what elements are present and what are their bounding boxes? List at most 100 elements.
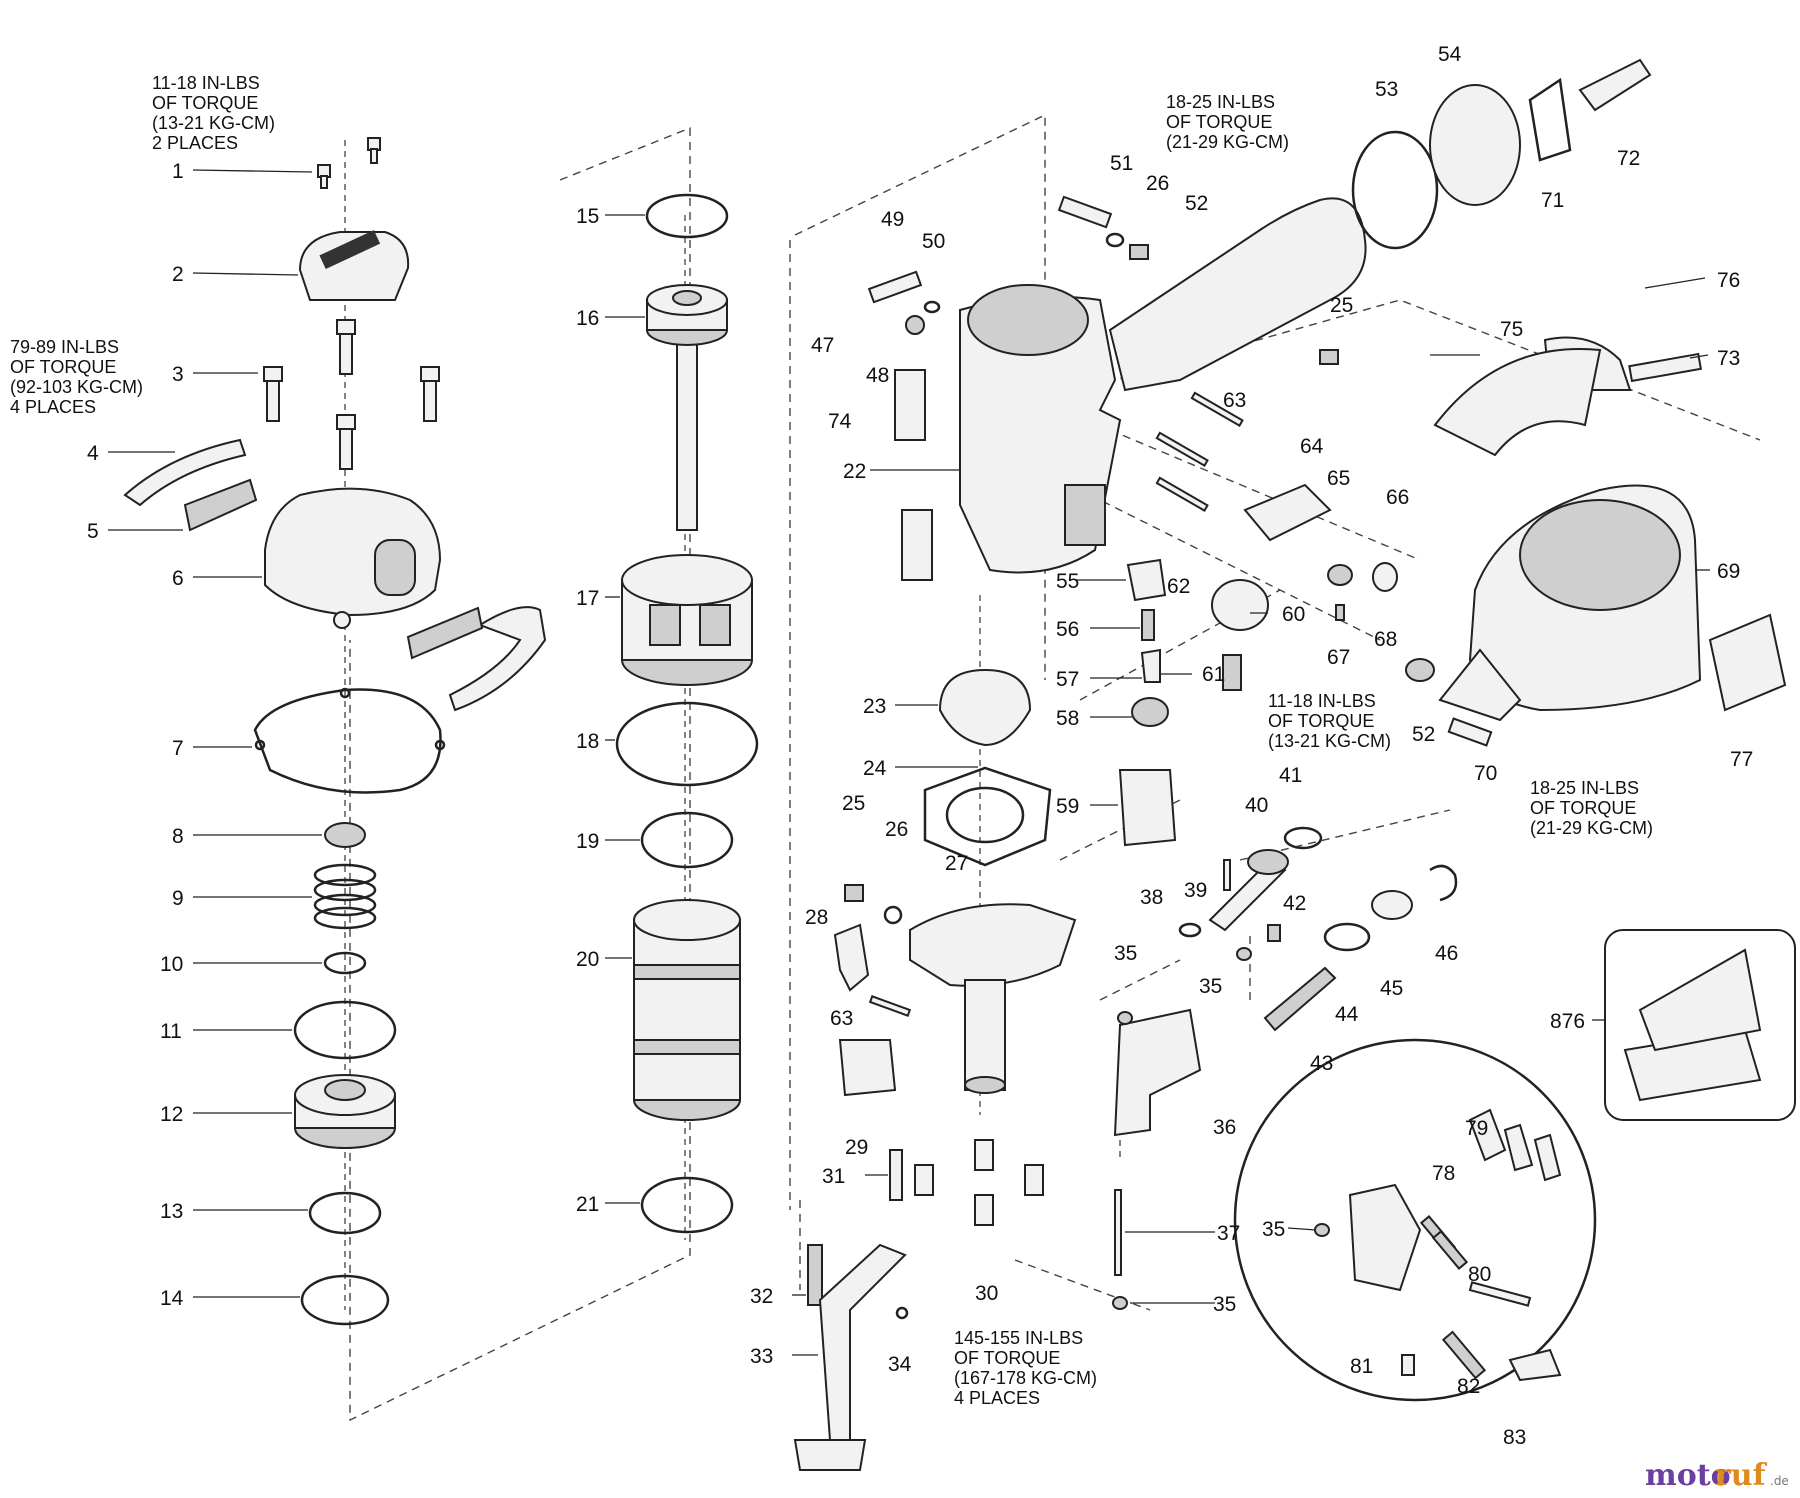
callout-13: 13 [160, 1200, 183, 1223]
part-19-o-ring [640, 811, 734, 869]
callout-labels: 1 2 3 4 5 6 7 8 9 10 11 12 13 14 15 16 1… [87, 43, 1753, 1449]
callout-34: 34 [888, 1353, 912, 1376]
callout-72: 72 [1617, 147, 1640, 170]
svg-text:OF TORQUE: OF TORQUE [1530, 798, 1636, 818]
svg-text:OF TORQUE: OF TORQUE [1166, 112, 1272, 132]
callout-81: 81 [1350, 1355, 1373, 1378]
svg-text:18-25 IN-LBS: 18-25 IN-LBS [1166, 92, 1275, 112]
part-24-gasket [923, 766, 1052, 867]
callout-21: 21 [576, 1193, 599, 1216]
svg-text:4 PLACES: 4 PLACES [954, 1388, 1040, 1408]
svg-text:OF TORQUE: OF TORQUE [954, 1348, 1060, 1368]
callout-40: 40 [1245, 794, 1268, 817]
callout-82: 82 [1457, 1375, 1480, 1398]
callout-80: 80 [1468, 1263, 1491, 1286]
callout-30: 30 [975, 1282, 998, 1305]
callout-25-lower: 25 [842, 792, 865, 815]
part-4-bracket [123, 438, 547, 712]
callout-41: 41 [1279, 764, 1302, 787]
callout-56: 56 [1056, 618, 1079, 641]
torque-note-parts-30: 145-155 IN-LBS OF TORQUE (167-178 KG-CM)… [954, 1328, 1097, 1408]
callout-29: 29 [845, 1136, 868, 1159]
parts-70-77-magazine-labels [1433, 336, 1787, 747]
part-16-driver-blade [646, 284, 728, 531]
callout-66: 66 [1386, 486, 1409, 509]
callout-50: 50 [922, 230, 945, 253]
part-23-valve-cap [938, 668, 1032, 747]
detail-circle-trigger [1233, 1038, 1597, 1402]
callout-16: 16 [576, 307, 599, 330]
callout-71: 71 [1541, 189, 1564, 212]
callout-22: 22 [843, 460, 866, 483]
callout-23: 23 [863, 695, 886, 718]
part-18-o-ring [615, 701, 759, 787]
callout-35-c: 35 [1213, 1293, 1236, 1316]
callout-43: 43 [1310, 1052, 1333, 1075]
callout-35-d: 35 [1262, 1218, 1285, 1241]
part-34-clip [895, 1306, 909, 1320]
callout-59: 59 [1056, 795, 1079, 818]
callout-63-lower: 63 [830, 1007, 853, 1030]
callout-28: 28 [805, 906, 828, 929]
part-5-pad [183, 478, 484, 660]
callout-67: 67 [1327, 646, 1350, 669]
part-22-housing [959, 197, 1367, 574]
svg-text:145-155 IN-LBS: 145-155 IN-LBS [954, 1328, 1083, 1348]
callout-1: 1 [172, 160, 184, 183]
torque-note-parts-52: 11-18 IN-LBS OF TORQUE (13-21 KG-CM) [1268, 691, 1391, 751]
part-13-o-ring [308, 1191, 382, 1235]
callout-62: 62 [1167, 575, 1190, 598]
torque-note-parts-3: 79-89 IN-LBS OF TORQUE (92-103 KG-CM) 4 … [10, 337, 143, 417]
part-31-pin [889, 1149, 903, 1201]
callout-7: 7 [172, 737, 184, 760]
callout-8: 8 [172, 825, 184, 848]
part-25-nut-lower [844, 884, 864, 902]
part-17-bumper [621, 554, 753, 686]
callout-54: 54 [1438, 43, 1462, 66]
svg-text:(92-103 KG-CM): (92-103 KG-CM) [10, 377, 143, 397]
parts-63-64-driver-guide [868, 391, 1244, 1017]
torque-note-parts-70: 18-25 IN-LBS OF TORQUE (21-29 KG-CM) [1530, 778, 1653, 838]
callout-48: 48 [866, 364, 889, 387]
part-12-piston [294, 1074, 396, 1149]
parts-38-46-valve-assembly [1178, 826, 1458, 1032]
callout-17: 17 [576, 587, 599, 610]
callout-73: 73 [1717, 347, 1740, 370]
callout-61: 61 [1202, 663, 1225, 686]
svg-text:4 PLACES: 4 PLACES [10, 397, 96, 417]
part-2-cap [298, 230, 410, 301]
part-21-o-ring [640, 1176, 734, 1234]
callout-75: 75 [1500, 318, 1523, 341]
callout-20: 20 [576, 948, 599, 971]
svg-text:(167-178 KG-CM): (167-178 KG-CM) [954, 1368, 1097, 1388]
callout-58: 58 [1056, 707, 1079, 730]
callout-19: 19 [576, 830, 599, 853]
callout-24: 24 [863, 757, 887, 780]
callout-39: 39 [1184, 879, 1207, 902]
callout-27: 27 [945, 852, 968, 875]
part-9-spring [313, 863, 377, 930]
callout-12: 12 [160, 1103, 183, 1126]
callout-69: 69 [1717, 560, 1740, 583]
part-8-plug [324, 822, 366, 848]
callout-11: 11 [160, 1020, 182, 1043]
part-37-pin [1114, 1189, 1122, 1276]
callout-52-upper: 52 [1185, 192, 1208, 215]
callout-55: 55 [1056, 570, 1079, 593]
callout-70: 70 [1474, 762, 1497, 785]
callout-5: 5 [87, 520, 99, 543]
callout-9: 9 [172, 887, 184, 910]
svg-text:OF TORQUE: OF TORQUE [152, 93, 258, 113]
callout-42: 42 [1283, 892, 1306, 915]
part-6-cylinder-cap [264, 487, 442, 629]
part-29-guard [838, 1039, 897, 1097]
callout-14: 14 [160, 1287, 184, 1310]
svg-text:(21-29 KG-CM): (21-29 KG-CM) [1166, 132, 1289, 152]
callout-38: 38 [1140, 886, 1163, 909]
part-20-cylinder [633, 899, 741, 1121]
svg-text:.de: .de [1770, 1474, 1789, 1488]
callout-76: 76 [1717, 269, 1740, 292]
callout-876: 876 [1550, 1010, 1585, 1033]
svg-text:OF TORQUE: OF TORQUE [10, 357, 116, 377]
